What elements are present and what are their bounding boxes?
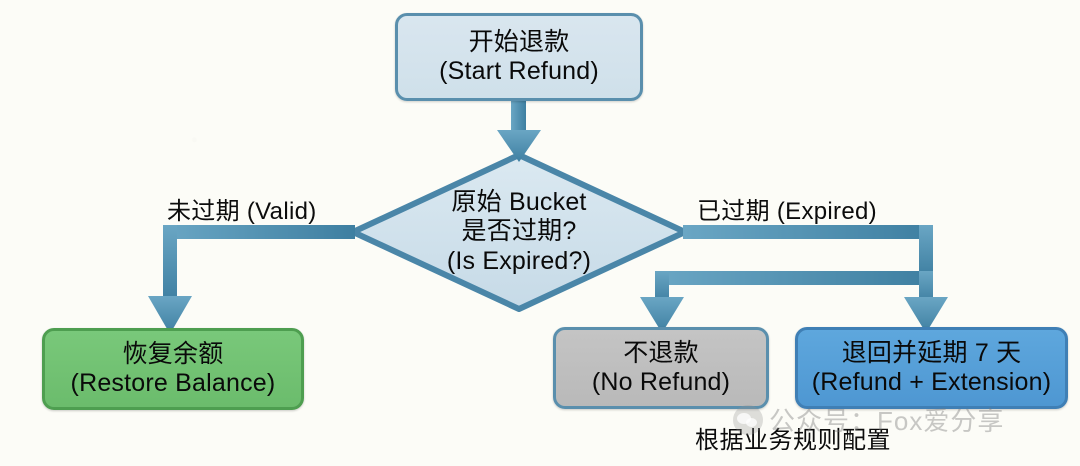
node-no-refund[interactable]: 不退款 (No Refund) (553, 327, 769, 409)
node-no-refund-line1: 不退款 (623, 338, 699, 367)
node-start-refund-line2: (Start Refund) (439, 57, 599, 85)
node-start-refund-line1: 开始退款 (468, 27, 570, 56)
edge-split-to-extension (904, 271, 948, 333)
edge-start-to-decision (497, 101, 541, 162)
node-refund-extension-line1: 退回并延期 7 天 (841, 338, 1022, 367)
node-start-refund[interactable]: 开始退款 (Start Refund) (395, 13, 643, 101)
edge-decision-right-trunk (655, 225, 933, 285)
node-restore-balance-line2: (Restore Balance) (70, 369, 276, 397)
decision-diamond (350, 152, 688, 312)
node-restore-balance-line1: 恢复余额 (122, 339, 224, 368)
edge-label-valid: 未过期 (Valid) (167, 198, 317, 225)
caption-business-rule: 根据业务规则配置 (695, 427, 891, 454)
node-refund-extension[interactable]: 退回并延期 7 天 (Refund + Extension) (795, 327, 1068, 409)
edge-decision-to-restore (148, 225, 355, 334)
edge-label-expired: 已过期 (Expired) (697, 198, 877, 225)
node-restore-balance[interactable]: 恢复余额 (Restore Balance) (42, 328, 304, 410)
node-no-refund-line2: (No Refund) (591, 368, 731, 396)
node-refund-extension-line2: (Refund + Extension) (811, 368, 1052, 396)
edge-split-to-norefund (640, 271, 684, 333)
